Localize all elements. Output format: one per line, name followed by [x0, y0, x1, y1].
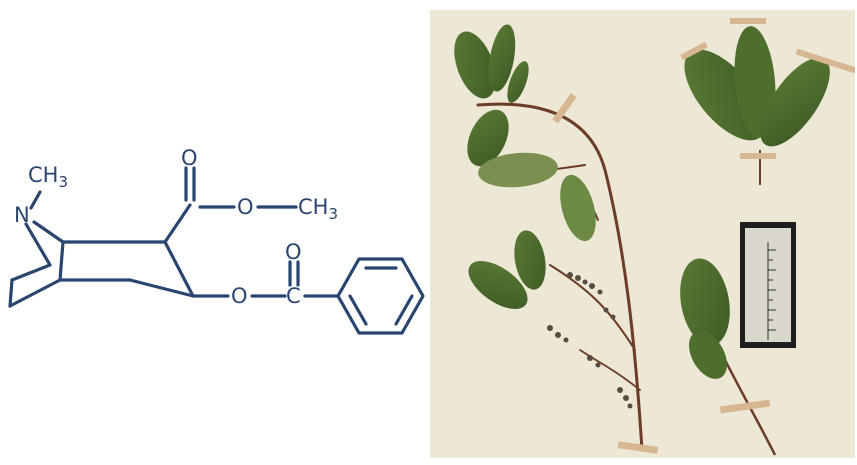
leaf-group-top-right: [684, 26, 830, 185]
ring-bond-2: [8, 278, 14, 308]
c2-carbonyl-bond: [163, 203, 192, 244]
leaf: [467, 109, 509, 167]
specimen-illustration: [454, 18, 857, 456]
leaf: [507, 61, 529, 103]
n-methyl-bond: [29, 190, 42, 210]
tape: [795, 48, 857, 74]
leaf: [468, 261, 528, 309]
ring-bond-bridge: [58, 240, 65, 282]
scale-ruler: [740, 222, 796, 348]
tape: [680, 41, 708, 61]
benzene-inner-bond-3: [348, 294, 368, 326]
carbonyl-oxygen-label: O: [181, 146, 198, 170]
leaf-cluster-top: [454, 24, 529, 103]
main-stem: [476, 102, 644, 452]
plant-specimen-photo: [430, 10, 857, 458]
n-methyl-label: CH3: [28, 163, 68, 191]
stem-branch-4: [579, 349, 641, 391]
leaf: [478, 152, 558, 188]
leaf: [760, 57, 830, 147]
n-bridge-bond-right: [32, 220, 65, 244]
tape: [552, 93, 577, 124]
structure-diagram: CH3 N O O CH3 O O C: [8, 146, 425, 335]
n-bridge-bond-down: [24, 222, 52, 267]
leaf: [514, 230, 546, 290]
tape: [730, 18, 766, 24]
stem-branch-3: [549, 264, 636, 351]
ring-bond-3: [8, 278, 62, 308]
chemical-structure-panel: CH3 N O O CH3 O O C: [0, 0, 430, 461]
benzoyl-oxygen-label: O: [285, 240, 302, 264]
stem-main: [476, 102, 644, 452]
tape: [740, 153, 776, 159]
leaf: [680, 258, 730, 346]
benzene-ring: [336, 257, 425, 335]
leaf: [454, 31, 496, 99]
ester-methyl-label: CH3: [298, 195, 338, 223]
ether-oxygen-label: O: [231, 284, 248, 308]
benzoyl-carbon-label: C: [286, 284, 301, 308]
ring-bond-bottom: [128, 278, 195, 298]
leaf: [488, 24, 516, 92]
mounting-tape: [552, 18, 857, 454]
leaf-cluster-mid: [467, 109, 596, 242]
nitrogen-label: N: [14, 203, 30, 227]
leaf: [689, 331, 727, 379]
benzene-inner-bond-2: [394, 294, 414, 326]
leaf-group-bottom-right: [680, 258, 777, 456]
flower-buds: [547, 272, 633, 409]
bonds: [8, 166, 425, 335]
tape: [617, 441, 659, 454]
ring-bond-right: [163, 240, 195, 298]
ester-oxygen-label: O: [237, 195, 254, 219]
ring-bond-1: [10, 263, 52, 282]
leaf-cluster-low: [468, 230, 546, 309]
tape: [719, 399, 771, 414]
atom-labels: CH3 N O O CH3 O O C: [14, 146, 338, 308]
leaf: [560, 174, 596, 242]
leaf: [734, 26, 776, 138]
